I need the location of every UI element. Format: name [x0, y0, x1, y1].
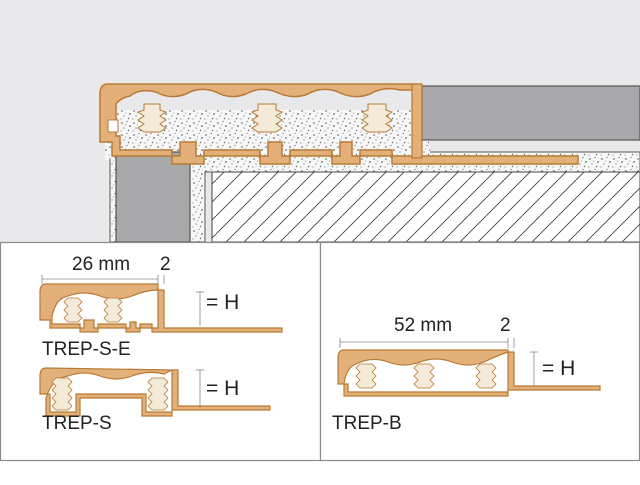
riser-tile: [115, 151, 191, 243]
trep-s-profile: [39, 367, 271, 417]
main-profile: [99, 83, 579, 165]
trep-b-profile: [337, 349, 601, 397]
trep-b-height-label: = H: [542, 357, 576, 380]
trep-s-e-gap-label: 2: [160, 254, 171, 275]
main-inserts: [136, 103, 394, 133]
trep-s-height-label: = H: [206, 377, 240, 400]
trep-s-e-height-label: = H: [206, 291, 240, 314]
trep-b-dimension: [339, 338, 538, 386]
trep-s-e-width-label: 26 mm: [72, 254, 131, 275]
trep-s-e-dimension: [41, 275, 204, 326]
trep-b-gap-label: 2: [500, 315, 511, 336]
trep-s-e-name: TREP-S-E: [42, 339, 131, 360]
trep-s-e-profile: [39, 283, 283, 333]
trep-b-name: TREP-B: [332, 413, 402, 434]
concrete-step: [211, 171, 640, 243]
trep-b-width-label: 52 mm: [394, 315, 453, 336]
tread-tile: [421, 85, 640, 141]
main-profile-body: [99, 83, 579, 165]
main-upstand: [411, 83, 423, 159]
nosing-hole: [107, 119, 119, 133]
trep-s-dimension: [196, 369, 204, 408]
trep-s-name: TREP-S: [42, 413, 112, 434]
